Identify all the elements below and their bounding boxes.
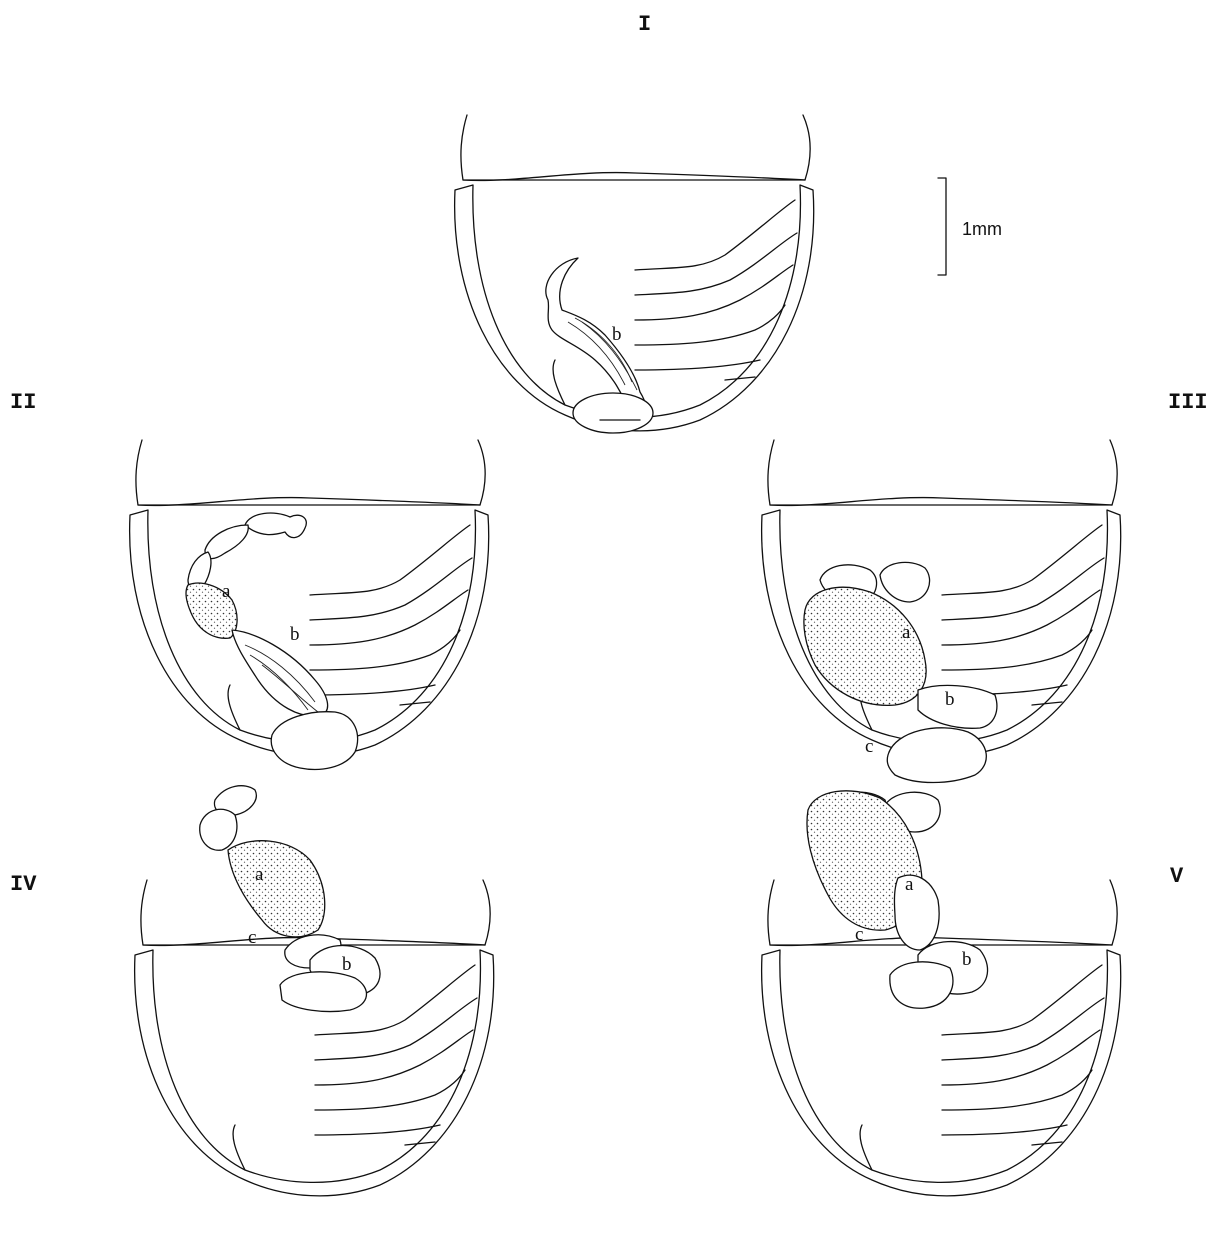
organ-label-a-V: a xyxy=(905,874,914,895)
organ-a-III xyxy=(804,587,926,705)
organ-label-c-V: c xyxy=(855,924,863,945)
panel-label-III: III xyxy=(1168,390,1208,415)
organ-label-c-III: c xyxy=(865,736,873,757)
organ-b-II xyxy=(232,630,328,716)
organ-label-b-III: b xyxy=(945,689,955,710)
organ-label-c-IV: c xyxy=(248,927,256,948)
panel-IV: IV a c b xyxy=(10,786,494,1196)
scale-bar xyxy=(938,178,946,275)
organ-label-b-V: b xyxy=(962,949,972,970)
panel-label-IV: IV xyxy=(10,872,37,897)
organ-label-a-II: a xyxy=(222,581,231,602)
organ-label-b-II: b xyxy=(290,624,300,645)
panel-II: II a b xyxy=(10,390,489,769)
panel-label-I: I xyxy=(638,12,651,37)
panel-I: I b 1mm xyxy=(455,12,1002,433)
abdomen-outline-V xyxy=(762,880,1121,1196)
panel-label-V: V xyxy=(1170,864,1184,889)
organ-b-I xyxy=(546,258,646,412)
panel-label-II: II xyxy=(10,390,36,415)
organ-label-a-IV: a xyxy=(255,864,264,885)
scale-bar-label: 1mm xyxy=(962,219,1002,239)
organ-label-b-IV: b xyxy=(342,954,352,975)
organ-label-b-I: b xyxy=(612,324,622,345)
organ-a-IV xyxy=(228,841,325,937)
organ-label-a-III: a xyxy=(902,622,911,643)
panel-V: V a c b xyxy=(762,791,1184,1196)
panel-III: III a b c xyxy=(762,390,1208,783)
